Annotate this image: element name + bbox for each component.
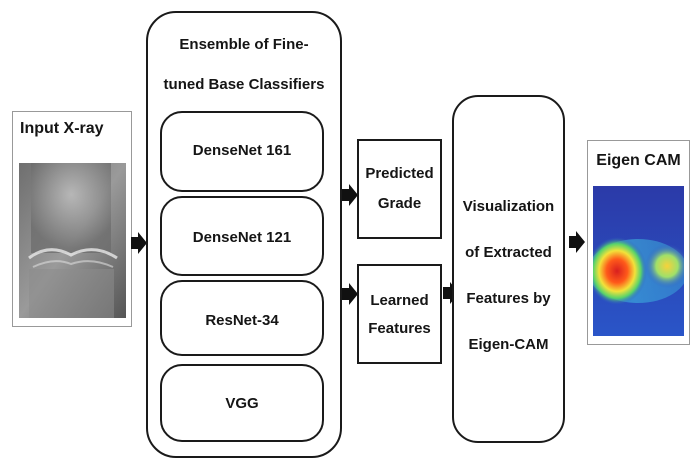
model-box-densenet121 xyxy=(160,196,324,276)
xray-image xyxy=(19,163,126,318)
model-label-densenet161: DenseNet 161 xyxy=(192,142,292,159)
visualization-line1: Visualization xyxy=(462,198,555,215)
visualization-line4: Eigen-CAM xyxy=(468,336,549,353)
eigencam-title: Eigen CAM xyxy=(596,152,681,169)
visualization-box xyxy=(452,95,565,443)
model-box-resnet34 xyxy=(160,280,324,356)
model-box-vgg xyxy=(160,364,324,442)
model-label-resnet34: ResNet-34 xyxy=(205,312,279,329)
ensemble-title-line2: tuned Base Classifiers xyxy=(163,76,325,93)
arrow-to-learned xyxy=(342,283,358,305)
learned-features-line1: Learned xyxy=(370,292,429,309)
visualization-line2: of Extracted xyxy=(465,244,552,261)
model-label-vgg: VGG xyxy=(225,395,259,412)
model-box-densenet161 xyxy=(160,111,324,192)
learned-features-box xyxy=(357,264,442,364)
learned-features-line2: Features xyxy=(368,320,431,337)
arrow-to-eigencam xyxy=(569,231,585,253)
arrow-input-to-ensemble xyxy=(131,232,147,254)
predicted-grade-box xyxy=(357,139,442,239)
predicted-grade-line2: Grade xyxy=(377,195,422,212)
arrow-to-visualization xyxy=(443,282,459,304)
visualization-line3: Features by xyxy=(466,290,551,307)
ensemble-title-line1: Ensemble of Fine- xyxy=(179,36,309,53)
arrow-to-predicted xyxy=(342,184,358,206)
model-label-densenet121: DenseNet 121 xyxy=(192,229,292,246)
eigencam-heatmap xyxy=(593,186,684,336)
predicted-grade-line1: Predicted xyxy=(365,165,434,182)
input-xray-title: Input X-ray xyxy=(20,120,104,137)
